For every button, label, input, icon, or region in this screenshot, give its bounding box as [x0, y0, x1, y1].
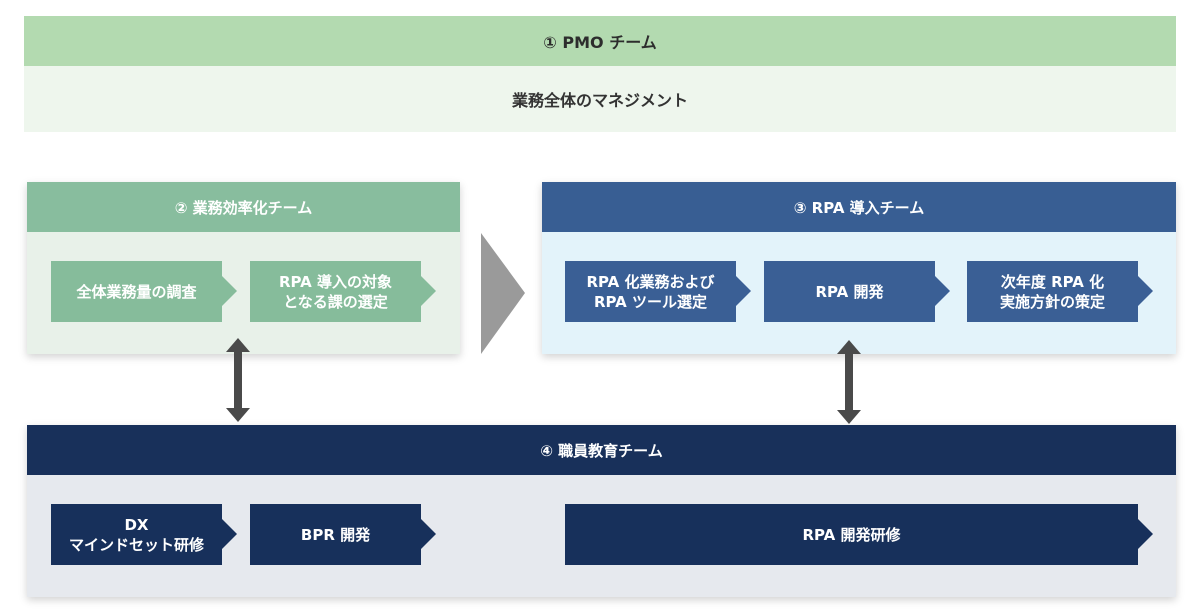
step-arrow-tip [421, 519, 436, 549]
step-label-line1: RPA 開発研修 [802, 525, 901, 544]
step-arrow-tip [1138, 519, 1153, 549]
training-team-title: ④ 職員教育チーム [540, 441, 663, 460]
step-rpa-development-training: RPA 開発研修 [565, 504, 1138, 565]
step-label-line1: 全体業務量の調査 [76, 282, 197, 301]
step-arrow-tip [935, 276, 950, 306]
pmo-team-body: 業務全体のマネジメント [24, 66, 1176, 132]
step-arrow-tip [222, 519, 237, 549]
step-arrow-tip [1138, 276, 1153, 306]
training-team-header: ④ 職員教育チーム [27, 425, 1176, 475]
pmo-team-header: ① PMO チーム [24, 16, 1176, 66]
step-target-section-selection: RPA 導入の対象 となる課の選定 [250, 261, 421, 322]
efficiency-team-title: ② 業務効率化チーム [174, 198, 313, 217]
step-arrow-tip [222, 276, 237, 306]
double-arrow-icon [226, 338, 250, 422]
pmo-team-title: ① PMO チーム [543, 33, 657, 52]
step-next-year-policy: 次年度 RPA 化 実施方針の策定 [967, 261, 1138, 322]
flow-arrow-icon [481, 233, 525, 354]
efficiency-team-header: ② 業務効率化チーム [27, 182, 460, 232]
step-rpa-tool-selection: RPA 化業務および RPA ツール選定 [565, 261, 736, 322]
step-label-line1: BPR 開発 [300, 525, 371, 544]
rpa-team-title: ③ RPA 導入チーム [793, 198, 925, 217]
step-bpr-development: BPR 開発 [250, 504, 421, 565]
step-rpa-development: RPA 開発 [764, 261, 935, 322]
double-arrow-icon [837, 340, 861, 424]
pmo-team-description: 業務全体のマネジメント [511, 91, 688, 110]
step-workload-survey: 全体業務量の調査 [51, 261, 222, 322]
step-label-line1: RPA 化業務および [586, 272, 715, 291]
step-label-line1: DX [124, 515, 149, 534]
step-label-line1: 次年度 RPA 化 [1000, 272, 1105, 291]
step-label-line2: マインドセット研修 [68, 535, 204, 554]
step-label-line2: 実施方針の策定 [999, 292, 1105, 311]
step-dx-mindset-training: DX マインドセット研修 [51, 504, 222, 565]
step-label-line1: RPA 導入の対象 [279, 272, 392, 291]
step-label-line1: RPA 開発 [815, 282, 884, 301]
rpa-team-header: ③ RPA 導入チーム [542, 182, 1176, 232]
step-arrow-tip [736, 276, 751, 306]
step-label-line2: となる課の選定 [283, 292, 388, 311]
step-arrow-tip [421, 276, 436, 306]
step-label-line2: RPA ツール選定 [594, 292, 707, 311]
